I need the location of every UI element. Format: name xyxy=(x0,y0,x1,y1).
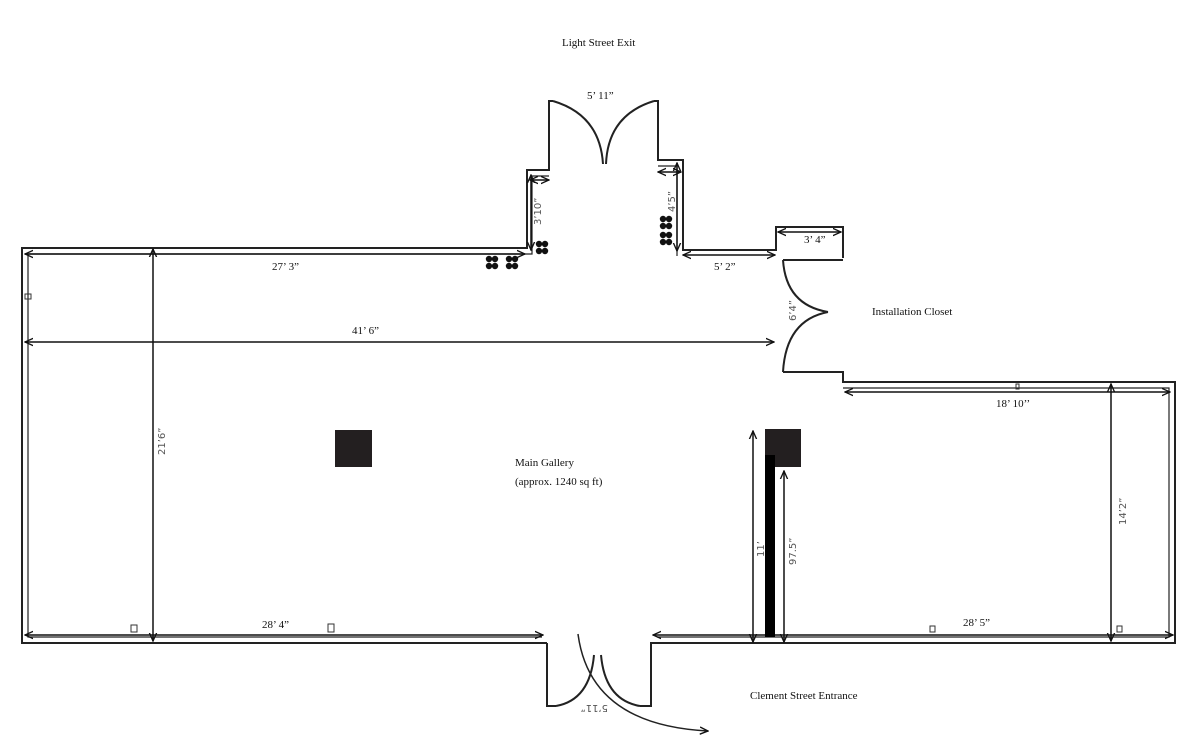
gallery-label: Main Gallery xyxy=(515,457,574,469)
outlet-icon xyxy=(130,624,138,633)
dim-right-top: 18’ 10’’ xyxy=(996,398,1030,410)
exit-door-right xyxy=(605,100,655,165)
entrance-door-right xyxy=(600,654,641,707)
dim-right-height: 14’2” xyxy=(1118,498,1129,525)
dim-total-width: 41’ 6” xyxy=(352,325,379,337)
outlet-icon xyxy=(929,625,936,633)
dim-bottom-left: 28’ 4” xyxy=(262,619,289,631)
dim-alcove-left: 3’10” xyxy=(533,198,544,225)
exit-door-left xyxy=(552,100,604,165)
fixture-cluster xyxy=(659,215,673,246)
entrance-swing xyxy=(577,633,708,731)
exit-label: Light Street Exit xyxy=(562,37,635,49)
dim-closet-width: 3’ 4” xyxy=(804,234,826,246)
partition-wall xyxy=(765,455,775,637)
dim-top-left-wall: 27’ 3” xyxy=(272,261,299,273)
dim-pillar-height: 11’ xyxy=(756,541,767,557)
dim-top-door: 5’ 11” xyxy=(587,90,614,102)
fixture-dots xyxy=(485,215,673,270)
closet-label: Installation Closet xyxy=(872,306,952,318)
outlet-icon xyxy=(24,293,32,300)
dim-entrance-door: 5’11” xyxy=(581,702,608,713)
closet-door-top xyxy=(782,259,829,313)
outlet-icon xyxy=(1015,383,1020,390)
dimension-lines xyxy=(25,163,1173,642)
fixture-cluster xyxy=(505,255,519,270)
pillar-left xyxy=(335,430,372,467)
dim-left-height: 21’6” xyxy=(157,428,168,455)
fixture-cluster xyxy=(485,255,499,270)
outlet-icon xyxy=(1116,625,1123,633)
entrance-door-left xyxy=(555,654,595,707)
dim-bottom-right: 28’ 5” xyxy=(963,617,990,629)
entrance-label: Clement Street Entrance xyxy=(750,690,858,702)
dim-mid-wall: 5’ 2” xyxy=(714,261,736,273)
gallery-area-label: (approx. 1240 sq ft) xyxy=(515,476,603,488)
dim-alcove-right: 4’5” xyxy=(667,191,678,212)
fixture-cluster xyxy=(535,240,549,255)
outlet-icon xyxy=(327,623,335,633)
dim-wall-length: 97.5” xyxy=(788,538,799,565)
dim-closet-door: 6’4” xyxy=(788,300,799,321)
outlets xyxy=(24,293,1123,633)
closet-door-bottom xyxy=(782,311,829,373)
doors xyxy=(552,100,829,731)
